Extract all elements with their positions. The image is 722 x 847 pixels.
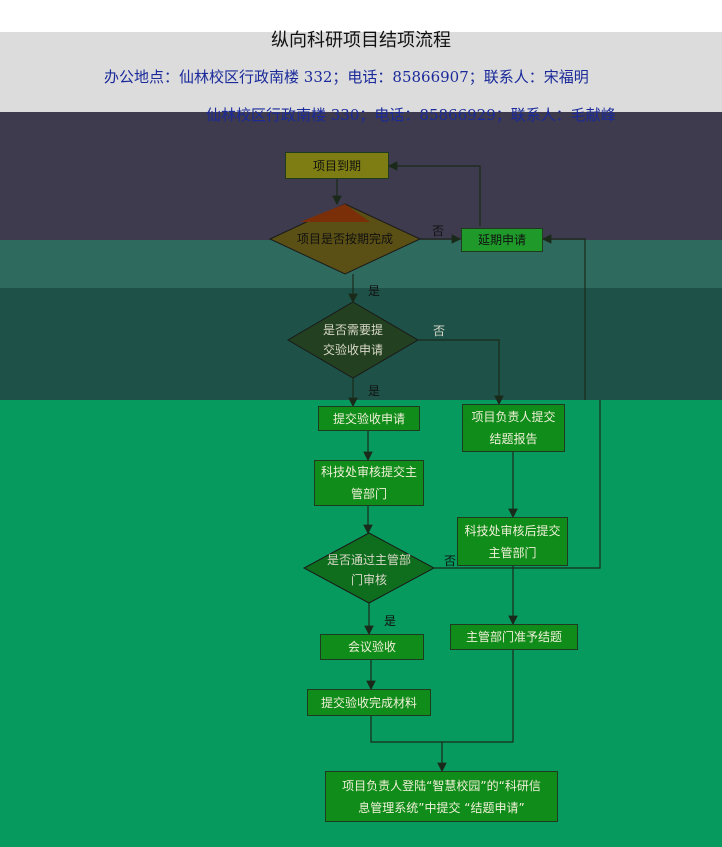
node-pi-submit-report: 项目负责人提交结题报告 bbox=[462, 404, 565, 452]
node-submit-acceptance: 提交验收申请 bbox=[318, 406, 420, 431]
office-info-line-2: 仙林校区行政南楼 330；电话：85866929；联系人：毛献峰 bbox=[206, 106, 616, 124]
node-final-step: 项目负责人登陆“智慧校园”的“科研信息管理系统”中提交 “结题申请” bbox=[325, 771, 558, 822]
edge-label-no-2: 否 bbox=[433, 324, 446, 338]
office-info-line-1: 办公地点：仙林校区行政南楼 332；电话：85866907；联系人：宋福明 bbox=[104, 68, 589, 86]
node-project-due: 项目到期 bbox=[285, 152, 389, 179]
node-meeting-acceptance: 会议验收 bbox=[320, 634, 424, 660]
node-extension-request: 延期申请 bbox=[461, 228, 543, 252]
decision-pass-review-label: 是否通过主管部门审核 bbox=[326, 553, 411, 587]
node-review-then-submit-dept: 科技处审核后提交主管部门 bbox=[457, 517, 568, 566]
edge-label-no-1: 否 bbox=[432, 224, 445, 238]
edge-label-yes-3: 是 bbox=[384, 614, 397, 628]
edge-label-no-3: 否 bbox=[444, 554, 457, 568]
node-submit-materials: 提交验收完成材料 bbox=[307, 689, 431, 716]
edge-label-yes-1: 是 bbox=[368, 284, 381, 298]
edge-label-yes-2: 是 bbox=[368, 384, 381, 398]
node-review-submit-dept: 科技处审核提交主管部门 bbox=[314, 460, 424, 506]
decision-need-acceptance-label: 是否需要提交验收申请 bbox=[322, 323, 383, 357]
page-title: 纵向科研项目结项流程 bbox=[271, 30, 451, 51]
decision-on-time-accent bbox=[300, 204, 370, 222]
node-dept-approve-closure: 主管部门准予结题 bbox=[450, 624, 578, 650]
background-band-top bbox=[0, 32, 722, 112]
decision-on-time-label: 项目是否按期完成 bbox=[296, 232, 393, 246]
